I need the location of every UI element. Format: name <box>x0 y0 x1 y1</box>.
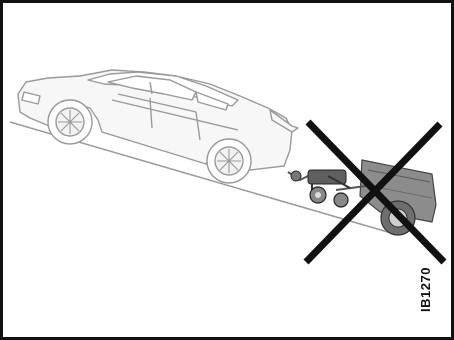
figure-code-label: IB1270 <box>418 267 433 312</box>
